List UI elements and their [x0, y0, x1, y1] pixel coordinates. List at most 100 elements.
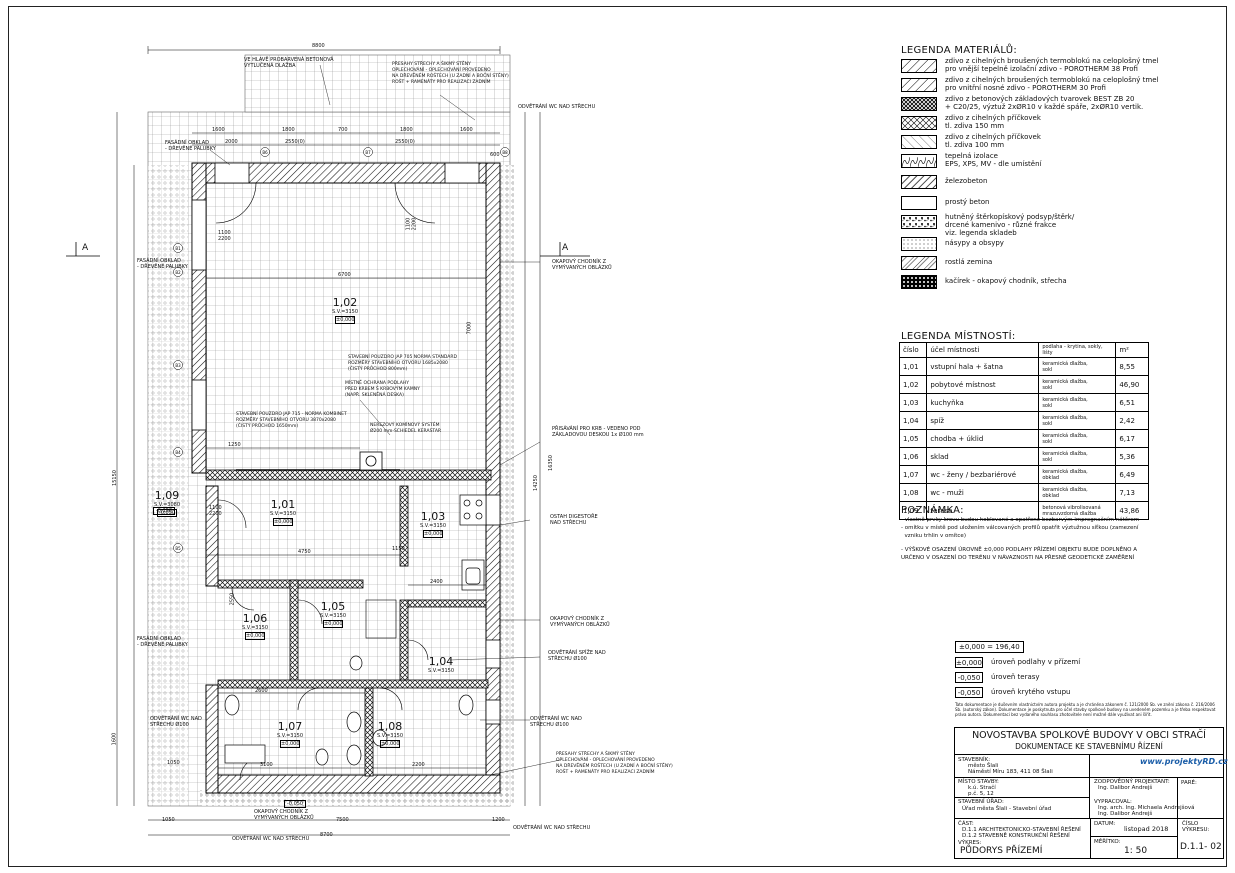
dim-total-bottom: 8700 [320, 832, 333, 838]
dim-1150: 1150 [392, 546, 405, 552]
room-106: 1,06 S.V.=3150 ±0,000 [241, 612, 269, 640]
interior-walls [205, 469, 492, 777]
note-vent-bottom-2: ODVĚTRÁNÍ WC NAD STŘECHU [232, 836, 310, 842]
dim-top2-3: 2550(0) [395, 139, 415, 145]
note-wc-vent: ODVĚTRÁNÍ WC NAD STŘECHU Ø100 [530, 716, 582, 728]
notes-title: POZNÁMKA: [901, 505, 964, 516]
pare-label: PARÉ: [1181, 780, 1197, 786]
room-105: 1,05 S.V.=3150 ±0,000 [319, 600, 347, 628]
sanitary-fixtures [224, 655, 474, 766]
dim-bottom-3: 1200 [492, 817, 505, 823]
dim-2400: 2400 [430, 579, 443, 585]
room-101: 1,01 S.V.=3150 ±0,000 [269, 498, 297, 526]
date-label: DATUM: [1094, 821, 1116, 827]
note-roof-top: PŘESAHY STŘECHY A ŠIKMÝ STĚNY OPLECHOVÁN… [392, 62, 509, 85]
pattern-swatch [901, 116, 937, 130]
drawing-sheet [8, 6, 1227, 867]
legend-item: zdivo z cihelných příčkovek tl. zdiva 10… [901, 133, 1181, 152]
pattern-swatch [901, 237, 937, 251]
note-door-pocket-2: STAVEBNÍ POUZDRO JAP 715 - NORMA KOMBINE… [236, 412, 347, 429]
dim-top-1: 1600 [212, 127, 225, 133]
pattern-swatch [901, 78, 937, 92]
place-label: MÍSTO STAVBY: [958, 779, 999, 785]
number-label: ČÍSLO VÝKRESU: [1182, 821, 1210, 833]
dim-top2-1: 2000 [225, 139, 238, 145]
legend-item: zdivo z cihelných broušených termoblokú … [901, 76, 1181, 95]
part-line-2: D.1.2 STAVEBNĚ KONSTRUKČNÍ ŘEŠENÍ [962, 833, 1070, 839]
authority-label: STAVEBNÍ ÚŘAD: [958, 799, 1004, 805]
dim-vertical-inner: 14250 [532, 475, 539, 491]
note-fireplace-air: PŘISÁVÁNÍ PRO KRB - VEDENO POD ZÁKLADOVO… [552, 426, 644, 438]
pattern-swatch [901, 256, 937, 270]
pattern-swatch [901, 135, 937, 149]
legend-materials: zdivo z cihelných broušených termoblokú … [901, 57, 1191, 292]
axis-b6: B6 [262, 150, 268, 155]
room-104: 1,04 S.V.=3150 [427, 655, 455, 674]
dim-top-2: 1800 [282, 127, 295, 133]
axis-b3: B3 [175, 363, 181, 368]
place-line-1: k.ú. Stračí [968, 785, 996, 791]
title-block [954, 727, 1224, 859]
section-marker-left: A [82, 243, 89, 253]
dim-top-4: 1800 [400, 127, 413, 133]
legend-rooms-table: číslo účel místnosti podlaha - krytina, … [898, 342, 1149, 520]
note-floor-protection: MÍSTNĚ OCHRANA PODLAHY PŘED KRBEM Š KRBO… [345, 381, 420, 398]
drawing-label: VÝKRES: [958, 840, 982, 846]
investor-label: STAVEBNÍK: [958, 757, 991, 763]
dim-4750: 4750 [298, 549, 311, 555]
table-header: číslo účel místnosti podlaha - krytina, … [898, 342, 1149, 358]
dim-top-5: 1600 [460, 127, 473, 133]
note-paving: VE HLAVĚ PROBARVENÁ BETONOVÁ VYTLUČENÁ D… [244, 57, 334, 69]
level-terrace-2: -0,150 [153, 507, 176, 515]
room-103: 1,03 S.V.=3150 ±0,000 [419, 510, 447, 538]
note-hood: OSTAH DIGESTOŘE NAD STŘECHU [550, 514, 598, 526]
pattern-swatch [901, 97, 937, 111]
legend-item: kačírek - okapový chodník, střecha [901, 273, 1181, 292]
level-datum: ±0,000 = 196,40 [955, 641, 1024, 653]
pattern-swatch [901, 215, 937, 229]
prepared-name-2: Ing. Dalibor Andrejš [1098, 811, 1153, 817]
dim-top2-4: 600 [490, 152, 500, 158]
legend-materials-title: LEGENDA MATERIÁLŮ: [901, 45, 1018, 56]
drawing-number: D.1.1- 02 [1180, 842, 1222, 852]
part-label: ČÁST: [958, 821, 974, 827]
scale-label: MĚŘÍTKO: [1094, 839, 1121, 845]
dim-bottom-1: 1050 [162, 817, 175, 823]
kitchen-unit [459, 494, 487, 591]
dim-2550: 2550 [229, 592, 236, 606]
dim-top2-2: 2550(0) [285, 139, 305, 145]
legend-item: zdivo z betonových základových tvarovek … [901, 95, 1181, 114]
investor-line-2: Náměstí Míru 183, 411 08 Šlali [968, 769, 1053, 775]
legend-item: prostý beton [901, 194, 1181, 213]
company-logo: www.projektyRD.cz [1140, 757, 1228, 766]
prepared-label: VYPRACOVAL: [1094, 799, 1132, 805]
note-vent-top: ODVĚTRÁNÍ WC NAD STŘECHU [518, 104, 596, 110]
note-pavement-3: OKAPOVÝ CHODNÍK Z VYMÝVANÝCH OBLÁZKŮ [254, 809, 314, 821]
legend-item: tepelná izolace EPS, XPS, MV - dle umíst… [901, 152, 1181, 171]
axis-b8: B8 [502, 150, 508, 155]
room-108: 1,08 S.V.=3150 ±0,000 [376, 720, 404, 748]
prepared-name-1: Ing. arch. Ing. Michaela Andrejšová [1098, 805, 1195, 811]
investor-line-1: město Šlali [968, 763, 999, 769]
legend-item: hutněný štěrkopískový podsyp/štěrk/ drce… [901, 213, 1181, 239]
pattern-swatch [901, 154, 937, 168]
note-pantry-vent: ODVĚTRÁNÍ SPÍŽE NAD STŘECHU Ø100 [548, 650, 606, 662]
project-subtitle: DOKUMENTACE KE STAVEBNÍMU ŘÍZENÍ [1015, 742, 1163, 751]
axis-b7: B7 [365, 150, 371, 155]
room-109: 1,09 S.V.=3080 -0,050 [153, 489, 181, 517]
dim-7000: 7000 [466, 321, 473, 335]
dim-vertical-right: 16350 [547, 455, 554, 471]
date-value: listopad 2018 [1124, 825, 1169, 833]
legend-item: zdivo z cihelných broušených termoblokú … [901, 57, 1181, 76]
dim-1050: 1050 [167, 760, 180, 766]
floor-plan: B1 B2 B3 B4 B5 B6 B7 B8 [66, 46, 590, 836]
pattern-swatch [901, 196, 937, 210]
note-pavement-1: OKAPOVÝ CHODNÍK Z VYMÝVANÝCH OBLÁZKŮ [552, 259, 612, 271]
authority-line: Úřad města Šlali - Stavební úřad [962, 806, 1052, 812]
